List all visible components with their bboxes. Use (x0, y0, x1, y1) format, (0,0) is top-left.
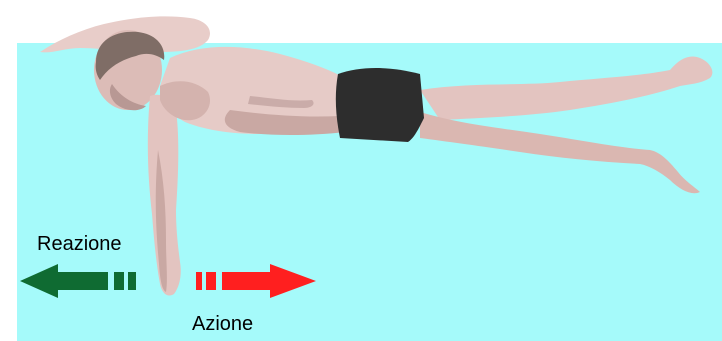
reaction-dash-1 (114, 272, 124, 290)
swim-trunks (336, 68, 424, 142)
action-label: Azione (192, 314, 253, 334)
action-dash-1 (196, 272, 202, 290)
action-dash-2 (206, 272, 216, 290)
reaction-label: Reazione (37, 234, 122, 254)
reaction-dash-2 (128, 272, 136, 290)
